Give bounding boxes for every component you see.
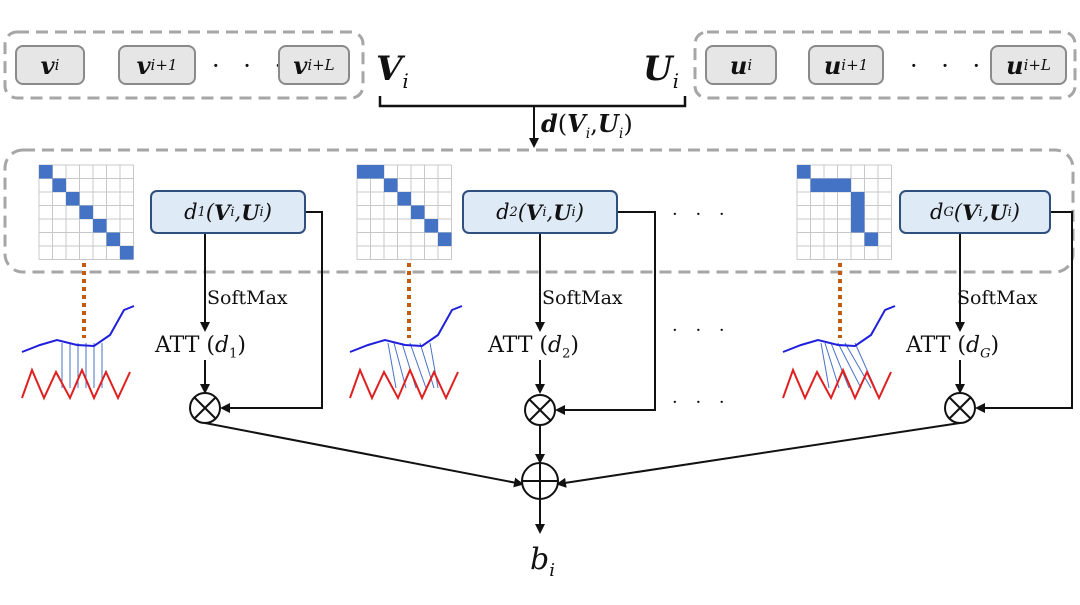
matrix-cell [864,232,878,246]
skip-dg-arrow [975,211,1073,413]
output-label: bi [530,542,555,581]
matrix-cell [120,246,134,260]
softmax-label-G: SoftMax [957,287,1038,309]
matrix-cell [851,219,865,233]
matrix-cell [357,165,371,179]
matrix-cell [370,165,384,179]
v-sequence-frame [3,30,365,100]
matrix-cell [106,232,120,246]
att-label-G: ATT (dG) [906,333,1000,362]
matrix-cell [397,192,411,206]
matrix-cell [79,205,93,219]
u-ellipsis: · · · [910,52,989,80]
circle-times-icon [944,392,976,424]
att-label-1: ATT (d1) [155,333,246,362]
matrix-cell [438,232,452,246]
matrix-cell [797,165,811,179]
matrix-cell [837,178,851,192]
skip-d2-arrow [555,211,656,415]
alignment-matrix-1 [38,164,134,260]
matrix-cell [851,205,865,219]
merge-arrow-3 [556,422,961,488]
softmax-label-2: SoftMax [542,287,623,309]
circle-times-icon [524,394,556,426]
join-bracket [378,96,687,108]
time-series-alignment-2 [349,305,463,401]
merge-arrow-1 [204,422,524,488]
U-label: Ui [643,49,680,93]
group-ellipsis-row2: · · · [672,320,731,341]
att-label-2: ATT (d2) [488,333,579,362]
group-ellipsis-row1: · · · [672,204,731,225]
matrix-cell [384,178,398,192]
circle-times-icon [189,392,221,424]
u-sequence-frame [693,30,1077,100]
matrix-cell [66,192,80,206]
matrix-cell [851,192,865,206]
matrix-cell [411,205,425,219]
V-label: Vi [376,49,409,93]
matrix-cell [824,178,838,192]
matrix-cell [39,165,53,179]
softmax-label-1: SoftMax [207,287,288,309]
matrix-cell [810,178,824,192]
alignment-matrix-3 [796,164,892,260]
v-ellipsis: · · · [212,52,291,80]
matrix-cell [93,219,107,233]
group-ellipsis-row3: · · · [672,392,731,413]
matrix-cell [52,178,66,192]
distance-label: d(Vi,Ui) [541,109,633,142]
circle-plus-icon [521,462,559,500]
time-series-alignment-3 [782,305,896,401]
alignment-matrix-2 [356,164,452,260]
time-series-alignment-1 [21,305,135,401]
skip-d1-arrow [220,211,323,413]
matrix-cell [424,219,438,233]
